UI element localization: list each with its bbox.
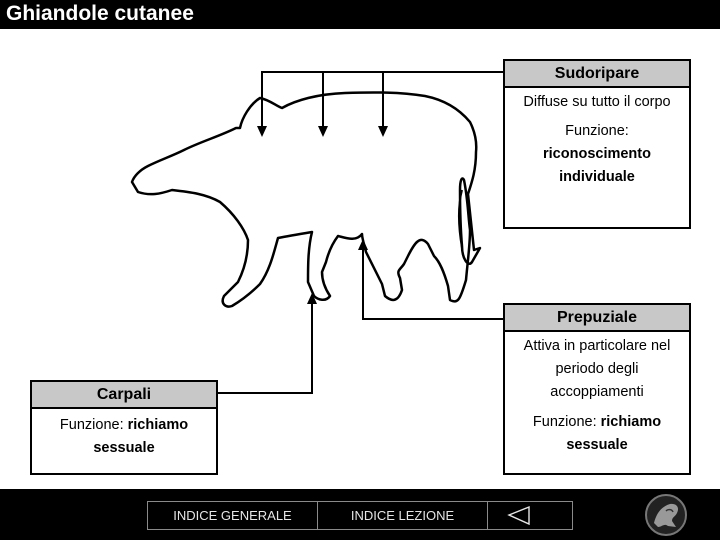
arrow-head-3 [378, 126, 388, 137]
prepuziale-box: Prepuziale Attiva in particolare nel per… [503, 303, 691, 475]
page-title: Ghiandole cutanee [6, 2, 194, 26]
diagram-area: Sudoripare Diffuse su tutto il corpo Fun… [0, 29, 720, 489]
back-button[interactable] [487, 501, 573, 530]
sudoripare-box: Sudoripare Diffuse su tutto il corpo Fun… [503, 59, 691, 229]
arrow-head-1 [257, 126, 267, 137]
prepuziale-arrow-head [358, 239, 368, 250]
index-general-button[interactable]: INDICE GENERALE [147, 501, 318, 530]
carpali-box: Carpali Funzione: richiamo sessuale [30, 380, 218, 475]
back-triangle-icon [488, 502, 574, 529]
title-bar: Ghiandole cutanee [0, 0, 720, 29]
carpali-function-value-a: richiamo [128, 417, 188, 433]
boar-head-logo-icon [644, 493, 688, 537]
sudoripare-function-value-2: individuale [505, 166, 689, 189]
footer-nav: INDICE GENERALE INDICE LEZIONE [0, 489, 720, 540]
sudoripare-function-value-1: riconoscimento [505, 143, 689, 166]
carpali-header: Carpali [32, 382, 216, 409]
boar-outline [132, 92, 480, 306]
sudoripare-function-label: Funzione: [505, 120, 689, 143]
prepuziale-header: Prepuziale [505, 305, 689, 332]
arrow-head-2 [318, 126, 328, 137]
prepuziale-function-value-b: sessuale [505, 434, 689, 457]
carpali-connector [218, 298, 312, 393]
prepuziale-desc-2: periodo degli [505, 358, 689, 381]
index-lesson-button[interactable]: INDICE LEZIONE [317, 501, 488, 530]
prepuziale-desc-3: accoppiamenti [505, 381, 689, 404]
carpali-function-label: Funzione: [60, 417, 124, 433]
prepuziale-function-value-a: richiamo [601, 414, 661, 430]
prepuziale-function-label: Funzione: [533, 414, 597, 430]
carpali-function-value-b: sessuale [32, 437, 216, 460]
sudoripare-header: Sudoripare [505, 61, 689, 88]
prepuziale-desc-1: Attiva in particolare nel [505, 335, 689, 358]
sudoripare-description: Diffuse su tutto il corpo [505, 91, 689, 114]
